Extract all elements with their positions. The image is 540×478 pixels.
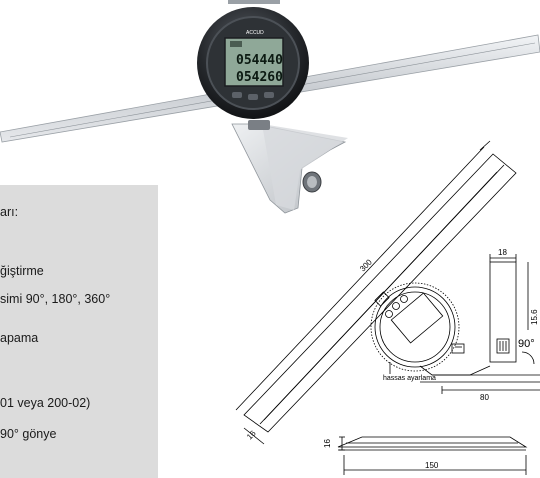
feature-line-5: 01 veya 200-02) [0, 396, 91, 410]
feature-line-1: arı: [0, 205, 19, 219]
dim-square-top: 18 [498, 248, 507, 257]
square-outline [419, 254, 540, 394]
dim-bottom-length: 150 [425, 461, 439, 470]
feature-line-4: apama [0, 331, 39, 345]
dim-square-height: 15.6 [530, 309, 539, 325]
lcd-row-2: 054260 [236, 70, 283, 85]
device-button-2 [248, 94, 258, 100]
bottom-view-outline [337, 436, 528, 475]
feature-panel: arı: ğiştirme simi 90°, 180°, 360° apama… [0, 185, 158, 478]
feature-line-6: 90° gönye [0, 427, 57, 441]
lcd-row-1: 054440 [236, 53, 283, 68]
feature-line-2: ğiştirme [0, 264, 44, 278]
device-button-1 [232, 92, 242, 98]
dim-square-arm: 80 [480, 393, 489, 402]
device-button-3 [264, 92, 274, 98]
angle-label: 90° [518, 338, 535, 350]
feature-line-3: simi 90°, 180°, 360° [0, 292, 111, 306]
protractor-head-outline [370, 282, 465, 374]
blade-outline [235, 140, 517, 433]
fine-adjust-label: hassas ayarlama [383, 375, 436, 382]
dim-bottom-height: 16 [323, 439, 332, 448]
brand-label: ACCUD [246, 30, 264, 36]
dim-blade-length: 300 [358, 257, 374, 273]
